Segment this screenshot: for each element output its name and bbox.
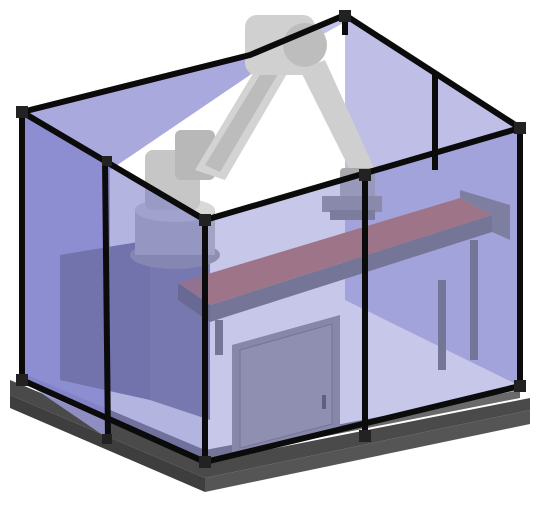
electrical-cabinet: [232, 315, 340, 455]
frame-corner-nodes: [16, 10, 526, 468]
